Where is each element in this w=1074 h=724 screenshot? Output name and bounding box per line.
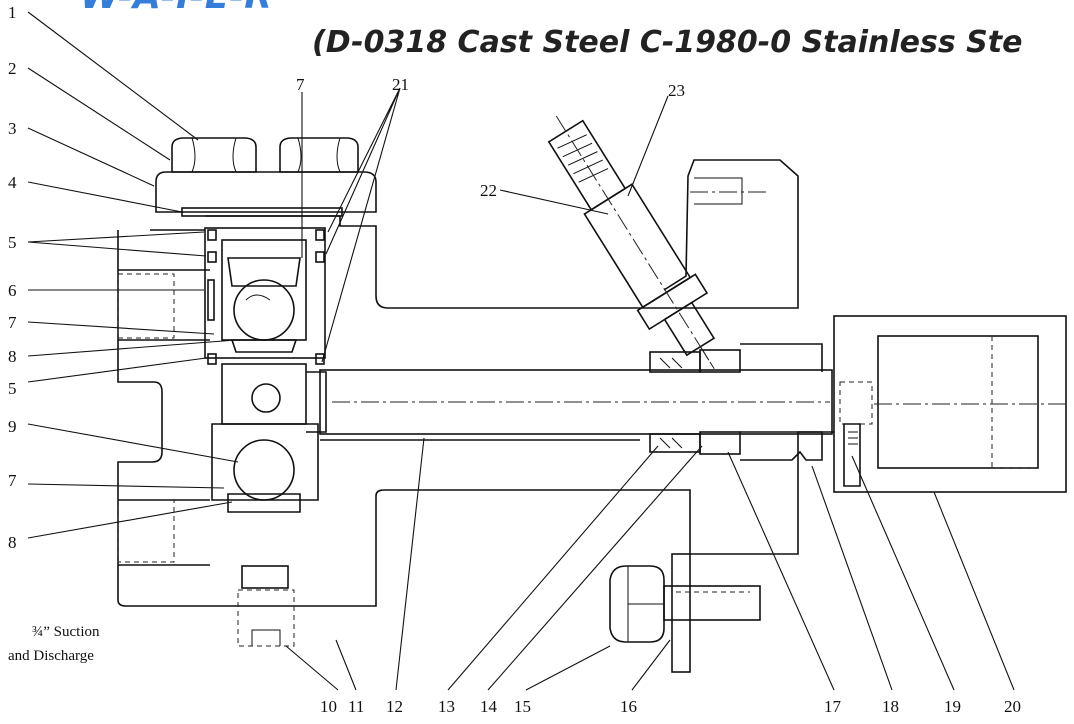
label-1: 1 — [8, 3, 17, 22]
mounting-bolt-shank — [663, 585, 761, 621]
label-14: 14 — [480, 697, 498, 716]
cap-nut-left — [171, 137, 257, 173]
label-17: 17 — [824, 697, 842, 716]
cap-nut-right — [279, 137, 359, 173]
upper-valve-ball — [233, 279, 295, 341]
label-6: 6 — [8, 281, 17, 300]
label-5-upper: 5 — [8, 233, 17, 252]
upper-port-threads — [117, 273, 175, 339]
pump-body — [117, 115, 1070, 673]
suction-caption-line2: and Discharge — [8, 648, 94, 664]
label-19: 19 — [944, 697, 961, 716]
label-21: 21 — [392, 75, 409, 94]
title-main: (D-0318 Cast Steel C-1980-0 Stainless St… — [312, 25, 1022, 60]
label-10: 10 — [320, 697, 337, 716]
label-2: 2 — [8, 59, 17, 78]
drain-plug-stem — [241, 565, 289, 589]
drain-plug-threads — [237, 589, 295, 647]
label-15: 15 — [514, 697, 531, 716]
label-7-upper: 7 — [8, 313, 17, 332]
label-22: 22 — [480, 181, 497, 200]
label-11: 11 — [348, 697, 364, 716]
mounting-bolt-head — [609, 565, 665, 643]
lower-port-threads — [117, 499, 175, 563]
label-16: 16 — [620, 697, 637, 716]
label-12: 12 — [386, 697, 403, 716]
packing-lower — [649, 433, 701, 453]
pump-chamber — [221, 363, 307, 425]
label-5-lower: 5 — [8, 379, 17, 398]
label-23: 23 — [668, 81, 685, 100]
valve-housing — [205, 159, 799, 309]
packing-gland-nut — [740, 343, 823, 461]
label-20: 20 — [1004, 697, 1021, 716]
title-top-cropped: W-A-T-E-R — [80, 0, 272, 17]
lower-valve-ball — [233, 439, 295, 501]
lower-valve-cage — [211, 423, 319, 501]
grease-zerk-assembly — [547, 115, 716, 369]
label-8-lower: 8 — [8, 533, 17, 552]
suction-caption-line1: ¾” Suction — [32, 624, 100, 640]
plunger — [319, 369, 833, 435]
part-number-labels: 1 2 3 4 5 6 7 8 5 9 7 8 7 21 22 23 10 11… — [8, 3, 1021, 716]
label-9: 9 — [8, 417, 17, 436]
set-screw — [839, 381, 873, 425]
label-18: 18 — [882, 697, 899, 716]
label-3: 3 — [8, 119, 17, 138]
packing-upper — [649, 351, 701, 373]
mounting-washer — [671, 553, 691, 673]
label-7-lower: 7 — [8, 471, 17, 490]
label-8-upper: 8 — [8, 347, 17, 366]
label-7-top: 7 — [296, 75, 305, 94]
label-13: 13 — [438, 697, 455, 716]
label-4: 4 — [8, 173, 17, 192]
cover-plate — [155, 171, 377, 213]
upper-valve-cage — [204, 227, 326, 359]
leader-lines — [27, 11, 1015, 691]
